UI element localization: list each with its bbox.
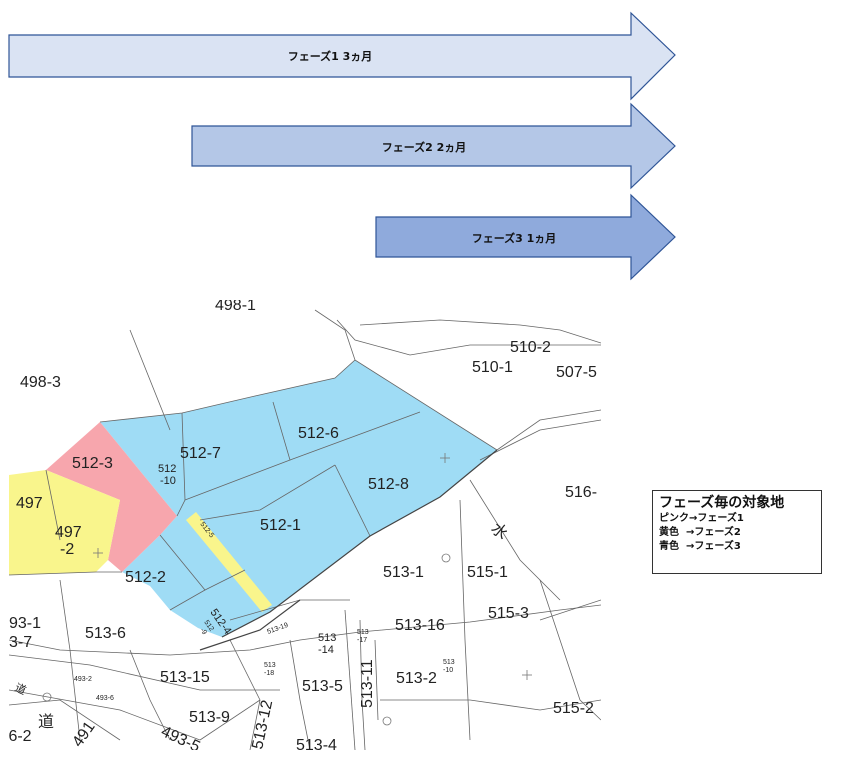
phase-2-area [9, 470, 120, 575]
parcel-513-16: 513-16 [395, 617, 445, 634]
parcel-512-2: 512-2 [125, 569, 166, 586]
parcel-498-3: 498-3 [20, 374, 61, 391]
parcel-513-2: 513-2 [396, 670, 437, 687]
parcel-498-1: 498-1 [215, 297, 256, 314]
phase-1-label: フェーズ1 3ヵ月 [288, 49, 373, 63]
parcel-493-2: 493-2 [74, 676, 92, 683]
parcel-510-1: 510-1 [472, 359, 513, 376]
phase-arrow-1: フェーズ1 3ヵ月 [8, 11, 676, 101]
parcel-513-10-a: 513 [443, 659, 455, 666]
parcel-513-17-a: 513 [357, 629, 369, 636]
parcel-491: 491 [69, 719, 98, 751]
parcel-6-2: .6-2 [4, 728, 32, 745]
parcel-512-10-a: 512 [158, 463, 176, 475]
parcel-513-6: 513-6 [85, 625, 126, 642]
phase-2-strip [186, 512, 272, 612]
parcel-497-2-b: -2 [60, 541, 74, 558]
parcel-513-18-b: -18 [264, 670, 274, 677]
parcel-493-6: 493-6 [96, 695, 114, 702]
road-label-2: 道 [38, 713, 54, 731]
phase-arrow-3: フェーズ3 1ヵ月 [375, 193, 676, 281]
parcel-515-2: 515-2 [553, 700, 594, 717]
parcel-515-3: 515-3 [488, 605, 529, 622]
parcel-515-1: 515-1 [467, 564, 508, 581]
parcel-513-9: 513-9 [189, 709, 230, 726]
legend-title: フェーズ毎の対象地 [659, 495, 785, 511]
parcel-513-5: 513-5 [302, 678, 343, 695]
parcel-513-14-a: 513 [318, 632, 336, 644]
legend-box: フェーズ毎の対象地 ピンク→フェーズ1 黄色 →フェーズ2 青色 →フェーズ3 [652, 490, 822, 574]
parcel-493-1: 93-1 [9, 615, 41, 632]
parcel-507-5: 507-5 [556, 364, 597, 381]
phase-1-area [46, 422, 177, 572]
phase-3-area [100, 360, 497, 637]
parcel-513-1: 513-1 [383, 564, 424, 581]
parcel-497-2-a: 497 [55, 524, 82, 541]
parcel-513-10-b: -10 [443, 667, 453, 674]
parcel-512-3: 512-3 [72, 455, 113, 472]
road-label-1: 道 [13, 680, 29, 697]
phase-2-label: フェーズ2 2ヵ月 [382, 140, 467, 154]
legend-row-pink: ピンク→フェーズ1 [659, 513, 744, 524]
parcel-510-2: 510-2 [510, 339, 551, 356]
parcel-513-18-a: 513 [264, 662, 276, 669]
parcel-513-11: 513-11 [359, 659, 376, 708]
parcel-513-15: 513-15 [160, 669, 210, 686]
phase-arrow-2: フェーズ2 2ヵ月 [191, 102, 676, 190]
parcel-497: 497 [16, 495, 43, 512]
parcel-512-1: 512-1 [260, 517, 301, 534]
legend-row-yellow: 黄色 →フェーズ2 [659, 527, 741, 538]
parcel-493-7: 3-7 [9, 634, 32, 651]
parcel-516: 516- [565, 484, 597, 501]
parcel-513-17-b: -17 [357, 637, 367, 644]
parcel-512-10-b: -10 [160, 475, 176, 487]
phase-3-label: フェーズ3 1ヵ月 [472, 231, 557, 245]
cadastral-map: 498-1 498-3 510-2 510-1 507-5 512-6 512-… [4, 297, 601, 756]
parcel-513-12: 513-12 [249, 698, 276, 750]
legend-row-blue: 青色 →フェーズ3 [659, 541, 741, 552]
parcel-512-6: 512-6 [298, 425, 339, 442]
parcel-493-5: 493-5 [158, 723, 202, 756]
parcel-512-9-b: -9 [198, 627, 207, 636]
parcel-513-14-b: -14 [318, 644, 334, 656]
parcel-512-8: 512-8 [368, 476, 409, 493]
parcel-512-7: 512-7 [180, 445, 221, 462]
parcel-513-4: 513-4 [296, 737, 337, 754]
parcel-513-19: 513-19 [266, 622, 289, 636]
